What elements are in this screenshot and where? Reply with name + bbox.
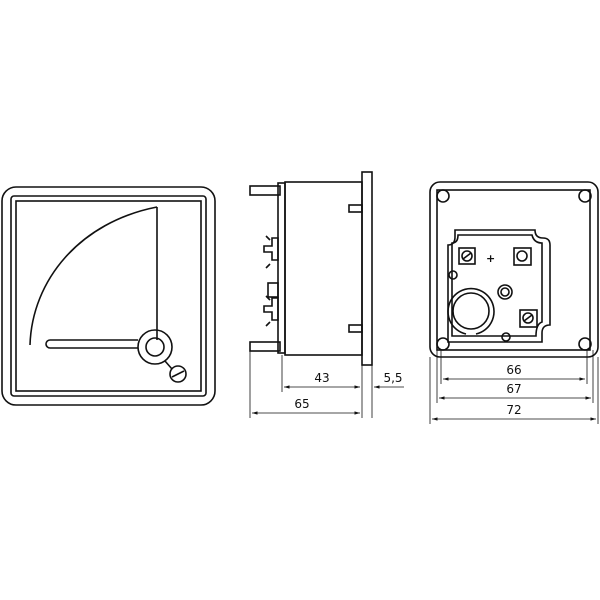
dial-scale (29, 206, 158, 349)
back-view: + 66 67 72 (429, 181, 599, 424)
mounting-hole (452, 292, 490, 330)
dim-depth-total: 65 (294, 397, 309, 411)
terminal-screw-plus-icon (458, 247, 476, 265)
terminal-screw-minus-icon (519, 309, 538, 328)
adjust-screw-icon (169, 365, 187, 383)
terminal-icon (513, 247, 532, 266)
front-view (1, 186, 216, 406)
side-view: 43 65 5,5 (249, 171, 404, 418)
dim-front-thickness: 5,5 (383, 371, 402, 385)
zero-adjust-ring (137, 329, 173, 365)
dim-width-mid: 67 (506, 382, 521, 396)
dim-width-outer: 72 (506, 403, 521, 417)
dim-depth-body: 43 (314, 371, 329, 385)
plus-terminal-label: + (486, 252, 495, 265)
dim-width-inner: 66 (506, 363, 521, 377)
